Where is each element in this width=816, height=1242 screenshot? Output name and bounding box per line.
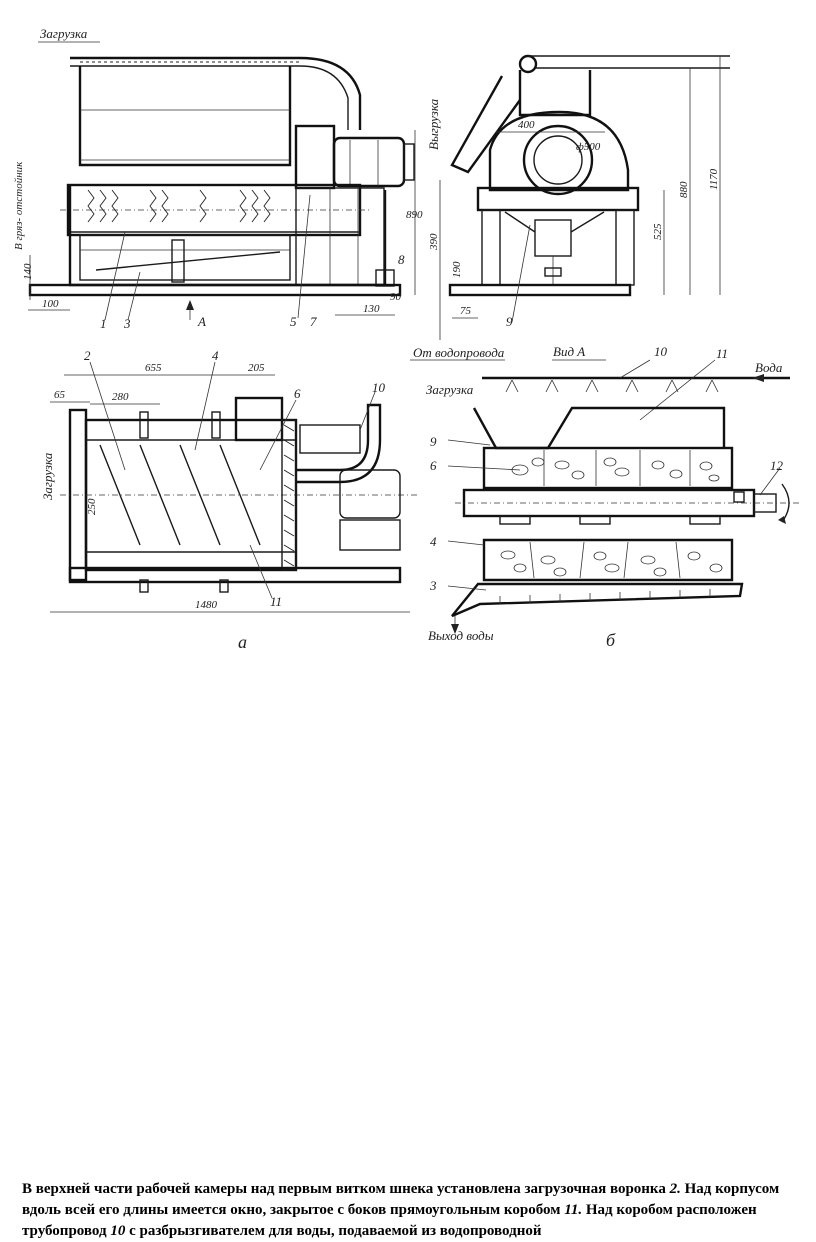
callout-11-section: 11 bbox=[716, 346, 728, 361]
paragraph-text-4: с разбрызгивателем для воды, подаваемой … bbox=[125, 1223, 542, 1239]
subfigure-b-label: б bbox=[606, 630, 616, 650]
ref-2: 2. bbox=[669, 1181, 681, 1197]
load-label-section: Загрузка bbox=[426, 382, 474, 397]
end-elevation-view: Выгрузка 400 ф500 880 1170 525 390 75 19… bbox=[410, 54, 730, 361]
load-label: Загрузка bbox=[40, 26, 88, 41]
callout-4-plan: 4 bbox=[212, 348, 219, 363]
dim-130: 130 bbox=[363, 303, 380, 315]
callout-11-plan: 11 bbox=[270, 594, 282, 609]
callout-3-section: 3 bbox=[429, 578, 437, 593]
dim-1170: 1170 bbox=[708, 168, 720, 190]
dim-400: 400 bbox=[518, 119, 535, 131]
subfigure-a-label: а bbox=[238, 632, 247, 652]
dim-390: 390 bbox=[428, 233, 440, 251]
dim-205: 205 bbox=[248, 362, 265, 374]
callout-9-end: 9 bbox=[506, 314, 513, 329]
dim-655: 655 bbox=[145, 362, 162, 374]
dim-890: 890 bbox=[406, 209, 423, 221]
dim-65: 65 bbox=[54, 389, 66, 401]
dim-1480: 1480 bbox=[195, 599, 218, 611]
body-paragraph: В верхней части рабочей камеры над первы… bbox=[22, 1179, 812, 1242]
dim-525: 525 bbox=[652, 223, 664, 240]
dim-880: 880 bbox=[678, 181, 690, 198]
side-elevation-view: Загрузка 140 100 bbox=[13, 26, 423, 331]
unload-label: Выгрузка bbox=[426, 98, 441, 150]
material-pieces-lower bbox=[500, 550, 723, 577]
dim-90: 90 bbox=[390, 291, 402, 303]
to-sump-label: В гряз- отстойник bbox=[13, 161, 25, 250]
callout-5-side: 5 bbox=[290, 314, 297, 329]
view-a-arrow-label: A bbox=[197, 314, 206, 329]
paragraph-text-1: В верхней части рабочей камеры над первы… bbox=[22, 1181, 670, 1197]
dim-280: 280 bbox=[112, 391, 129, 403]
section-view-b: Вид А Вода 10 11 Загрузка 12 bbox=[426, 344, 800, 650]
water-label: Вода bbox=[755, 360, 783, 375]
technical-drawing: Загрузка 140 100 bbox=[13, 26, 800, 652]
callout-3-side: 3 bbox=[123, 316, 131, 331]
dim-500: ф500 bbox=[576, 141, 601, 153]
dim-75: 75 bbox=[460, 305, 472, 317]
callout-4-section: 4 bbox=[430, 534, 437, 549]
callout-6-plan: 6 bbox=[294, 386, 301, 401]
paragraph-text-2: Над корпусом вдоль всей его длины имеетс… bbox=[22, 1181, 780, 1218]
plan-view-a: 655 205 65 280 Загрузка 250 1480 2 4 6 bbox=[40, 348, 420, 652]
callout-12-section: 12 bbox=[770, 458, 784, 473]
ref-11: 11. bbox=[564, 1202, 583, 1218]
callout-6-section: 6 bbox=[430, 458, 437, 473]
callout-7-side: 7 bbox=[310, 314, 317, 329]
ref-10: 10 bbox=[110, 1223, 126, 1239]
callout-2-plan: 2 bbox=[84, 348, 91, 363]
paragraph-text-3: Над коробом расположен трубопровод bbox=[22, 1202, 757, 1239]
callout-10-section: 10 bbox=[654, 344, 668, 359]
callout-1-side: 1 bbox=[100, 316, 107, 331]
dim-190: 190 bbox=[451, 261, 463, 278]
dim-100: 100 bbox=[42, 298, 59, 310]
from-water-label: От водопровода bbox=[413, 345, 505, 360]
dim-140: 140 bbox=[22, 263, 34, 280]
callout-10-plan: 10 bbox=[372, 380, 386, 395]
callout-8-side: 8 bbox=[398, 252, 405, 267]
water-exit-label: Выход воды bbox=[428, 628, 494, 643]
view-a-label: Вид А bbox=[553, 344, 585, 359]
callout-9-section: 9 bbox=[430, 434, 437, 449]
dim-250: 250 bbox=[86, 498, 98, 515]
material-pieces-upper bbox=[511, 457, 720, 482]
load-label-plan: Загрузка bbox=[40, 452, 55, 500]
